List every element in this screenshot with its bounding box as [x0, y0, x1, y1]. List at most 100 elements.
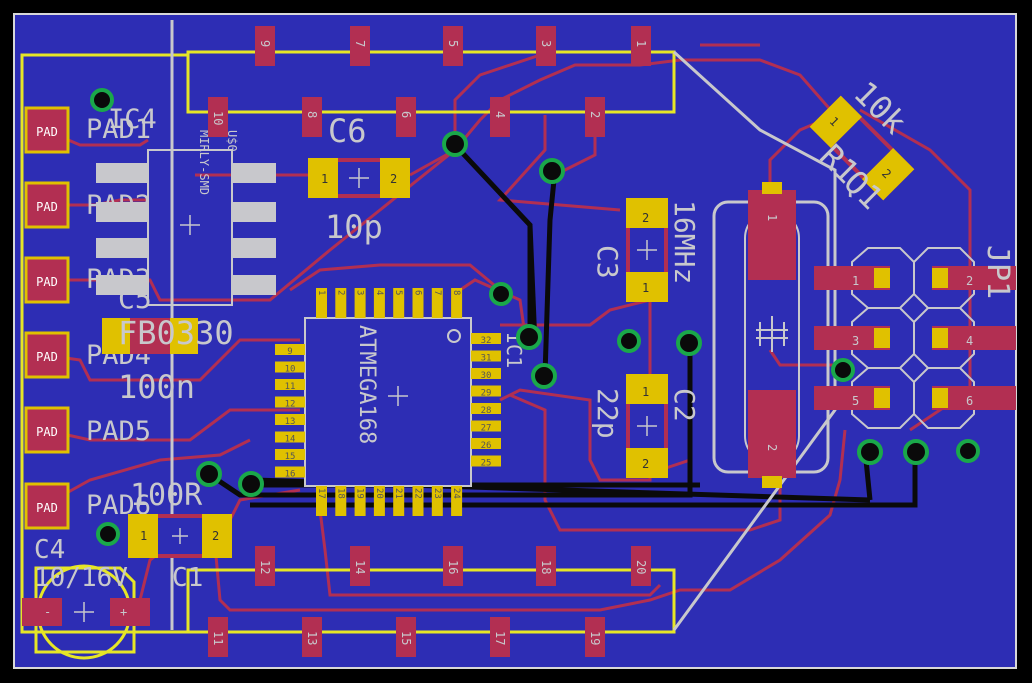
ic1-pin-number: 6 [413, 290, 423, 295]
jp1-pin2: 2 [966, 274, 973, 288]
header-top-pad-10[interactable]: 10 [208, 97, 228, 137]
c6-pin2: 2 [390, 172, 397, 186]
header-top-pad-8[interactable]: 8 [302, 97, 322, 137]
header-top-pad-5[interactable]: 5 [443, 26, 463, 66]
jp1-pin4: 4 [966, 334, 973, 348]
header-bottom-pad-20[interactable]: 20 [631, 546, 651, 586]
via [489, 282, 513, 306]
vias [90, 88, 980, 546]
pad-1-text: PAD [36, 125, 58, 139]
c5-label: C5 [118, 282, 152, 315]
jp1-pin6: 6 [966, 394, 973, 408]
ic1-pin-number: 1 [316, 290, 326, 295]
pad-4-text: PAD [36, 350, 58, 364]
r2-pin1: 2 [212, 529, 219, 543]
c6-pin1: 1 [321, 172, 328, 186]
header-top-pad-label: 1 [634, 40, 648, 47]
ic1-pin-number: 19 [355, 488, 365, 499]
ic1-pin-number: 24 [451, 488, 461, 499]
header-top-pad-4[interactable]: 4 [490, 97, 510, 137]
ic1-pin-number: 10 [285, 365, 296, 375]
header-bottom-pad-16[interactable]: 16 [443, 546, 463, 586]
ic1-pin-3: 3 [354, 288, 366, 318]
header-top-pad-label: 5 [446, 40, 460, 47]
ic1-pin-number: 17 [316, 488, 326, 499]
header-top-pad-3[interactable]: 3 [536, 26, 556, 66]
ic1-pin-number: 22 [413, 488, 423, 499]
header-top-pad-9[interactable]: 9 [255, 26, 275, 66]
header-top-pad-6[interactable]: 6 [396, 97, 416, 137]
via [903, 439, 929, 465]
jp1-pin3: 3 [852, 334, 859, 348]
pad1-label: PAD1 [86, 114, 151, 145]
ic1-pin-number: 25 [481, 459, 492, 469]
ic1-pin-25: 25 [471, 455, 501, 469]
header-bottom-pad-label: 19 [588, 631, 602, 645]
ic1-pin-9: 9 [275, 344, 305, 357]
ic1-pin-4: 4 [373, 288, 385, 318]
ic1-pin-number: 20 [374, 488, 384, 499]
ic1-pin-22: 22 [412, 486, 424, 516]
header-bottom-pad-17[interactable]: 17 [490, 617, 510, 657]
c6-capacitor[interactable]: 1 2 [308, 158, 410, 198]
via [617, 329, 641, 353]
header-bottom-pad-15[interactable]: 15 [396, 617, 416, 657]
c6-value: 10p [325, 208, 383, 246]
pad-6[interactable]: PAD [24, 482, 70, 530]
c2-capacitor[interactable]: 1 2 [626, 374, 668, 478]
c5-value: 100n [118, 368, 195, 406]
ic1-pin-13: 13 [275, 414, 305, 427]
ic1-pin-24: 24 [451, 486, 463, 516]
header-bottom-pad-label: 14 [353, 560, 367, 574]
c2-label: C2 [668, 388, 701, 422]
pad-5[interactable]: PAD [24, 406, 70, 454]
ic1-pin-20: 20 [373, 486, 385, 516]
pad-2[interactable]: PAD [24, 181, 70, 229]
header-top-pad-1[interactable]: 1 [631, 26, 651, 66]
via [96, 522, 120, 546]
header-bottom-pad-12[interactable]: 12 [255, 546, 275, 586]
ic1-pin-1: 1 [316, 288, 327, 318]
ic1-pin-2: 2 [335, 288, 347, 318]
ic1-pin-7: 7 [431, 288, 443, 318]
ic1-pin-27: 27 [471, 420, 501, 434]
ic1-pin-18: 18 [335, 486, 347, 516]
ic1-pin-12: 12 [275, 396, 305, 410]
ic1-pin-16: 16 [275, 466, 305, 480]
pad-4[interactable]: PAD [24, 331, 70, 379]
header-bottom-pad-label: 20 [634, 560, 648, 574]
pad-3[interactable]: PAD [24, 256, 70, 304]
ic1-pin-10: 10 [275, 361, 305, 375]
header-top-pad-7[interactable]: 7 [350, 26, 370, 66]
ic1-pin-11: 11 [275, 379, 305, 392]
ic1-pin-number: 8 [451, 290, 461, 295]
header-bottom-pad-11[interactable]: 11 [208, 617, 228, 657]
c3-pin1: 1 [642, 281, 649, 295]
header-bottom-pad-19[interactable]: 19 [585, 617, 605, 657]
header-bottom-pad-18[interactable]: 18 [536, 546, 556, 586]
c5-capacitor[interactable] [102, 318, 198, 354]
c4-value: 10/16V [34, 563, 128, 593]
header-top-pad-label: 4 [493, 111, 507, 118]
header-bottom-pad-label: 17 [493, 631, 507, 645]
r1-resistor[interactable]: 1 2 [809, 95, 915, 201]
pad-1[interactable]: PAD [24, 106, 70, 154]
crystal[interactable]: 1 2 [712, 182, 830, 488]
via [196, 461, 222, 487]
ic1-pin-29: 29 [471, 385, 501, 399]
c2-pin2: 2 [642, 457, 649, 471]
r2-resistor[interactable]: 1 2 [128, 514, 232, 558]
c3-capacitor[interactable]: 2 1 [626, 198, 668, 302]
ic1-pin-6: 6 [412, 288, 424, 318]
header-bottom-pad-13[interactable]: 13 [302, 617, 322, 657]
jp1-header[interactable]: 1 2 3 4 5 6 [814, 247, 1016, 429]
header-bottom-pad-14[interactable]: 14 [350, 546, 370, 586]
header-top-pad-2[interactable]: 2 [585, 97, 605, 137]
via [857, 439, 883, 465]
c1-label: C1 [172, 563, 203, 593]
c4-capacitor[interactable]: - + [22, 564, 150, 660]
header-bottom-pad-label: 12 [258, 560, 272, 574]
